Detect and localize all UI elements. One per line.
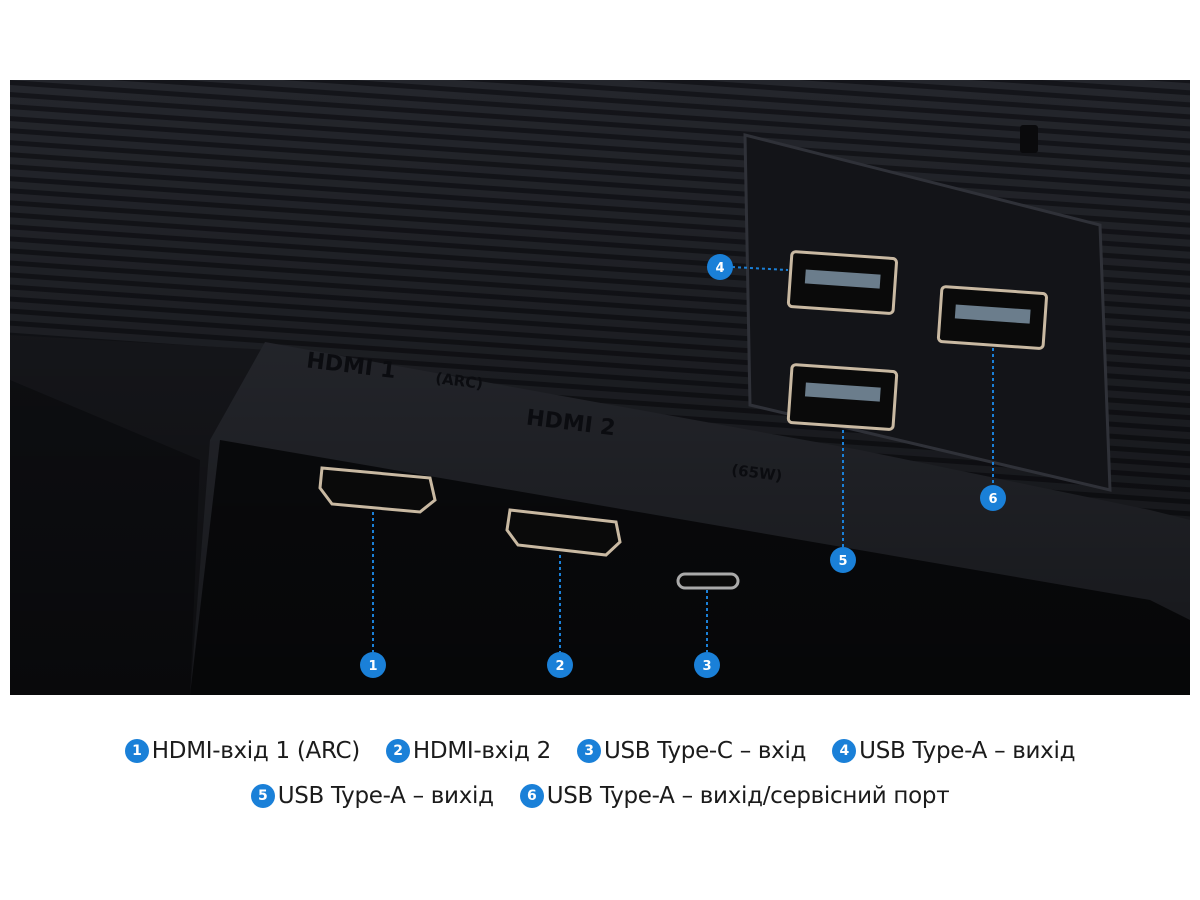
svg-text:4: 4 (715, 261, 724, 276)
callout-6: 6 (980, 485, 1006, 511)
monitor-ports-photo: HDMI 1 (ARC) HDMI 2 (65W) 1 2 3 4 5 6 (10, 80, 1190, 695)
number-badge: 2 (385, 739, 410, 763)
callout-4: 4 (707, 254, 733, 280)
number-badge: 1 (124, 739, 149, 763)
callout-2: 2 (547, 652, 573, 678)
svg-text:5: 5 (838, 554, 847, 569)
legend-label: USB Type-C – вхід (603, 738, 807, 764)
printed-label-arc: (ARC) (434, 369, 484, 393)
kensington-lock-icon (1020, 125, 1038, 153)
hdmi-port-1 (318, 466, 437, 514)
number-badge: 5 (250, 784, 275, 808)
hdmi-port-2 (505, 508, 622, 557)
callout-5: 5 (830, 547, 856, 573)
usb-c-port (676, 572, 740, 590)
svg-text:6: 6 (988, 492, 997, 507)
number-badge: 3 (576, 739, 601, 763)
legend-label: HDMI-вхід 2 (412, 738, 551, 764)
legend-label: USB Type-A – вихід/сервісний порт (546, 783, 950, 809)
callout-3: 3 (694, 652, 720, 678)
number-badge: 4 (832, 739, 857, 763)
legend-label: USB Type-A – вихід (277, 783, 494, 809)
number-badge: 6 (519, 784, 544, 808)
legend-label: USB Type-A – вихід (859, 738, 1076, 764)
svg-text:1: 1 (368, 659, 377, 674)
svg-text:2: 2 (555, 659, 564, 674)
legend-label: HDMI-вхід 1 (ARC) (151, 738, 360, 764)
callout-1: 1 (360, 652, 386, 678)
svg-text:3: 3 (702, 659, 711, 674)
